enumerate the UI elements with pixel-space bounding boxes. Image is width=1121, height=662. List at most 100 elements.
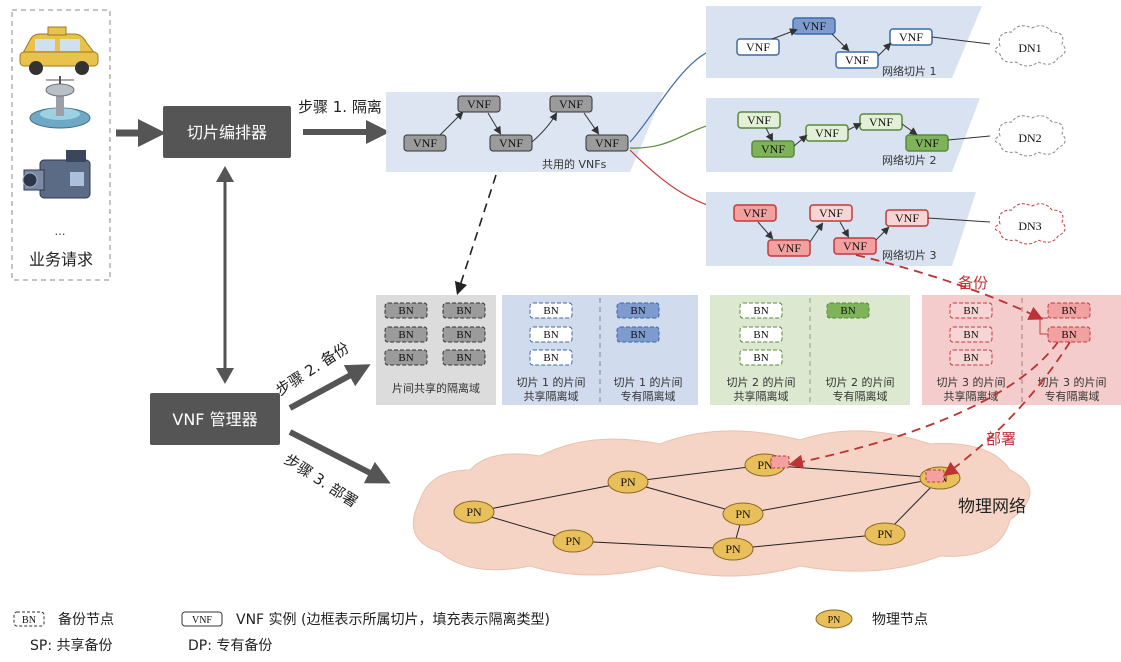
svg-text:VNF: VNF: [843, 239, 867, 253]
shared-vnfs-label: 共用的 VNFs: [542, 157, 607, 171]
vnf-node: VNF: [859, 113, 903, 131]
step3-arrow: [288, 429, 391, 484]
legend-sp: SP: 共享备份: [30, 637, 113, 654]
vnf-node: VNF: [549, 95, 593, 113]
vnf-node: VNF: [835, 51, 879, 69]
backup-node: BN: [384, 326, 428, 343]
slice3-label: 网络切片 3: [882, 248, 937, 262]
video-camera-icon: [22, 150, 91, 199]
dn1-cloud: DN1: [994, 25, 1066, 67]
vnf-node: VNF: [733, 204, 777, 222]
backup-node: BN: [529, 349, 573, 366]
svg-text:PN: PN: [620, 475, 636, 489]
svg-text:BN: BN: [543, 305, 558, 317]
vnf-node: VNF: [457, 95, 501, 113]
svg-text:PN: PN: [828, 615, 841, 626]
legend-vnf-icon: VNF: [181, 611, 223, 627]
backup-node: BN: [739, 349, 783, 366]
svg-text:PN: PN: [725, 542, 741, 556]
svg-text:VNF: VNF: [413, 136, 437, 150]
vnf-node: VNF: [736, 38, 780, 56]
deploy-arrow-2: [943, 341, 1071, 477]
network-slice-2: VNF VNF VNF VNF VNF 网络切片 2: [706, 98, 991, 172]
dn2-cloud: DN2: [994, 115, 1066, 157]
s3-shared-label-line2: 共享隔离域: [944, 389, 999, 403]
dedicated-backup-arrow: [855, 254, 1044, 320]
vnf-manager-box: VNF 管理器: [150, 393, 280, 445]
vnf-node: VNF: [889, 28, 933, 46]
svg-text:BN: BN: [753, 329, 768, 341]
vnf-node: VNF: [805, 124, 849, 142]
service-request-panel: … 业务请求: [11, 9, 111, 281]
s2-shared-label-line1: 切片 2 的片间: [727, 375, 796, 389]
slice1-label: 网络切片 1: [882, 64, 937, 78]
backup-node: BN: [442, 302, 486, 319]
backup-node: BN: [739, 302, 783, 319]
shared-backup-arrow: [454, 174, 497, 296]
shared-domain-label: 片间共享的隔离域: [392, 381, 480, 395]
vnf-node: VNF: [403, 134, 447, 152]
physical-node: PN: [712, 537, 754, 561]
svg-text:BN: BN: [630, 305, 645, 317]
svg-text:BN: BN: [1061, 329, 1076, 341]
backup-node: BN: [616, 326, 660, 343]
s2-dedicated-label-line2: 专有隔离域: [833, 389, 888, 403]
svg-text:BN: BN: [963, 305, 978, 317]
svg-text:VNF: VNF: [499, 136, 523, 150]
deploy-annotation: 部署: [986, 430, 1016, 448]
s1-dedicated-label-line1: 切片 1 的片间: [614, 375, 683, 389]
s3-shared-label-line1: 切片 3 的片间: [937, 375, 1006, 389]
svg-text:DN3: DN3: [1018, 219, 1041, 233]
svg-text:BN: BN: [456, 305, 471, 317]
legend-dp: DP: 专有备份: [188, 637, 272, 654]
svg-text:BN: BN: [398, 305, 413, 317]
request-label: 业务请求: [29, 250, 93, 269]
svg-text:BN: BN: [630, 329, 645, 341]
step2-arrow: [288, 364, 371, 411]
svg-text:DN1: DN1: [1018, 41, 1041, 55]
vnf-node: VNF: [905, 134, 949, 152]
physical-node: PN: [722, 502, 764, 526]
physical-network: PN PN PN PN PN PN PN PN 物理网络: [412, 430, 1031, 577]
orchestrator-label: 切片编排器: [187, 123, 267, 142]
svg-text:VNF: VNF: [761, 142, 785, 156]
vnf-node: VNF: [489, 134, 533, 152]
svg-text:PN: PN: [565, 534, 581, 548]
slice3-domain-bns: BN BN BN BN BN: [949, 302, 1091, 366]
svg-text:BN: BN: [398, 352, 413, 364]
step2-label: 步骤 2. 备份: [272, 339, 352, 400]
vnf-node: VNF: [885, 209, 929, 227]
vnf-node: VNF: [751, 140, 795, 158]
svg-text:VNF: VNF: [895, 211, 919, 225]
svg-text:VNF: VNF: [869, 115, 893, 129]
slice2-label: 网络切片 2: [882, 153, 937, 167]
deploy-arrow-1: [788, 341, 1059, 469]
svg-text:PN: PN: [757, 458, 773, 472]
vnf-node: VNF: [737, 111, 781, 129]
backup-node: BN: [949, 302, 993, 319]
svg-text:VNF: VNF: [746, 40, 770, 54]
shared-domain-bns: BN BN BN BN BN BN: [384, 302, 486, 366]
backup-node: BN: [384, 302, 428, 319]
deployed-backup-marker: [925, 469, 945, 483]
backup-node: BN: [826, 302, 870, 319]
svg-text:BN: BN: [753, 352, 768, 364]
svg-text:VNF: VNF: [747, 113, 771, 127]
svg-text:BN: BN: [543, 352, 558, 364]
backup-node: BN: [442, 326, 486, 343]
svg-text:PN: PN: [877, 527, 893, 541]
s1-shared-label-line1: 切片 1 的片间: [517, 375, 586, 389]
physical-node: PN: [552, 529, 594, 553]
car-icon: [19, 26, 99, 75]
physical-node: PN: [453, 500, 495, 524]
svg-text:PN: PN: [735, 507, 751, 521]
backup-node: BN: [529, 326, 573, 343]
backup-annotation: 备份: [958, 274, 988, 292]
s1-shared-label-line2: 共享隔离域: [524, 389, 579, 403]
s3-dedicated-label-line2: 专有隔离域: [1045, 389, 1100, 403]
svg-text:BN: BN: [22, 615, 36, 626]
s3-dedicated-label-line1: 切片 3 的片间: [1038, 375, 1107, 389]
physical-network-label: 物理网络: [958, 497, 1026, 517]
backup-node: BN: [529, 302, 573, 319]
